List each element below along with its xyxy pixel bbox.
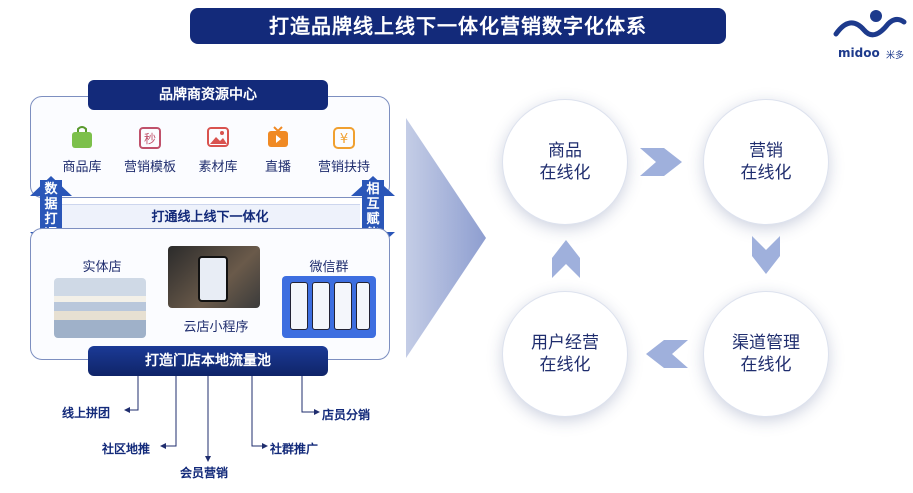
chevron-down-icon (752, 236, 780, 274)
resource-item-material[interactable]: 素材库 (184, 124, 252, 175)
yuan-support-icon: ¥ (331, 124, 357, 150)
wechat-group-photo (282, 276, 376, 338)
midoo-logo-icon (833, 10, 907, 38)
integration-band: 打通线上线下一体化 (60, 204, 360, 230)
chevron-left-icon (646, 340, 688, 368)
resource-label: 营销扶持 (317, 160, 370, 175)
cycle-node-marketing: 营销在线化 (704, 100, 828, 224)
channel-social: 社群推广 (270, 442, 319, 456)
image-library-icon (205, 124, 231, 150)
channel-member: 会员营销 (180, 466, 229, 480)
store-label-physical: 实体店 (82, 260, 122, 275)
cycle-node-product: 商品在线化 (503, 100, 627, 224)
cycle-node-channel: 渠道管理在线化 (704, 292, 828, 416)
chevron-up-icon (552, 240, 580, 278)
resource-item-template[interactable]: 秒 营销模板 (116, 124, 184, 175)
resource-item-support[interactable]: ¥ 营销扶持 (310, 124, 378, 175)
store-label-wechat: 微信群 (309, 260, 349, 275)
seckill-tag-icon: 秒 (137, 124, 163, 150)
page-title: 打造品牌线上线下一体化营销数字化体系 (190, 8, 726, 44)
svg-text:秒: 秒 (144, 132, 156, 146)
mini-program-photo (168, 246, 260, 308)
resource-label: 素材库 (198, 160, 238, 175)
resource-center-caption: 品牌商资源中心 (88, 80, 328, 110)
live-tv-icon (265, 124, 291, 150)
flow-arrow-icon (406, 118, 486, 358)
cycle-node-user: 用户经营在线化 (503, 292, 627, 416)
physical-store-photo (54, 278, 146, 338)
resource-item-product[interactable]: 商品库 (48, 124, 116, 175)
channel-staff: 店员分销 (322, 408, 371, 422)
svg-text:¥: ¥ (340, 132, 348, 147)
resource-label: 营销模板 (123, 160, 176, 175)
resource-label: 商品库 (62, 160, 102, 175)
chevron-right-icon (640, 148, 682, 176)
channel-online-group: 线上拼团 (62, 406, 111, 420)
shopping-bag-icon (69, 124, 95, 150)
logo-subtext: 米多 (886, 51, 905, 61)
resource-item-live[interactable]: 直播 (244, 124, 312, 175)
store-label-miniprogram: 云店小程序 (183, 320, 249, 335)
channel-community: 社区地推 (102, 442, 151, 456)
logo-text: midoo (838, 46, 880, 60)
local-traffic-caption: 打造门店本地流量池 (88, 346, 328, 376)
resource-label: 直播 (264, 160, 291, 175)
